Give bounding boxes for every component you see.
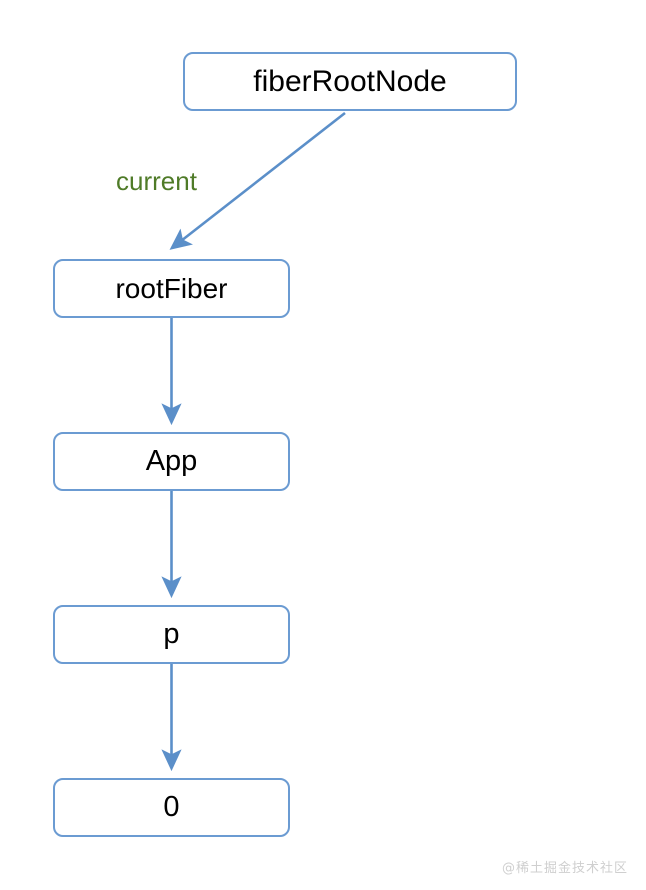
- node-root-fiber[interactable]: rootFiber: [53, 259, 290, 318]
- node-label: fiberRootNode: [253, 64, 447, 98]
- edge-fiberrootnode-to-rootfiber: [169, 111, 346, 250]
- node-label: 0: [163, 791, 180, 823]
- node-fiber-root-node[interactable]: fiberRootNode: [183, 52, 517, 111]
- watermark: @稀土掘金技术社区: [501, 861, 628, 876]
- node-app[interactable]: App: [53, 432, 290, 491]
- edge-label-current: current: [116, 166, 197, 196]
- node-p[interactable]: p: [53, 605, 290, 664]
- node-label: App: [145, 445, 198, 477]
- node-zero[interactable]: 0: [53, 778, 290, 837]
- node-label: rootFiber: [115, 272, 228, 304]
- node-label: p: [163, 618, 180, 650]
